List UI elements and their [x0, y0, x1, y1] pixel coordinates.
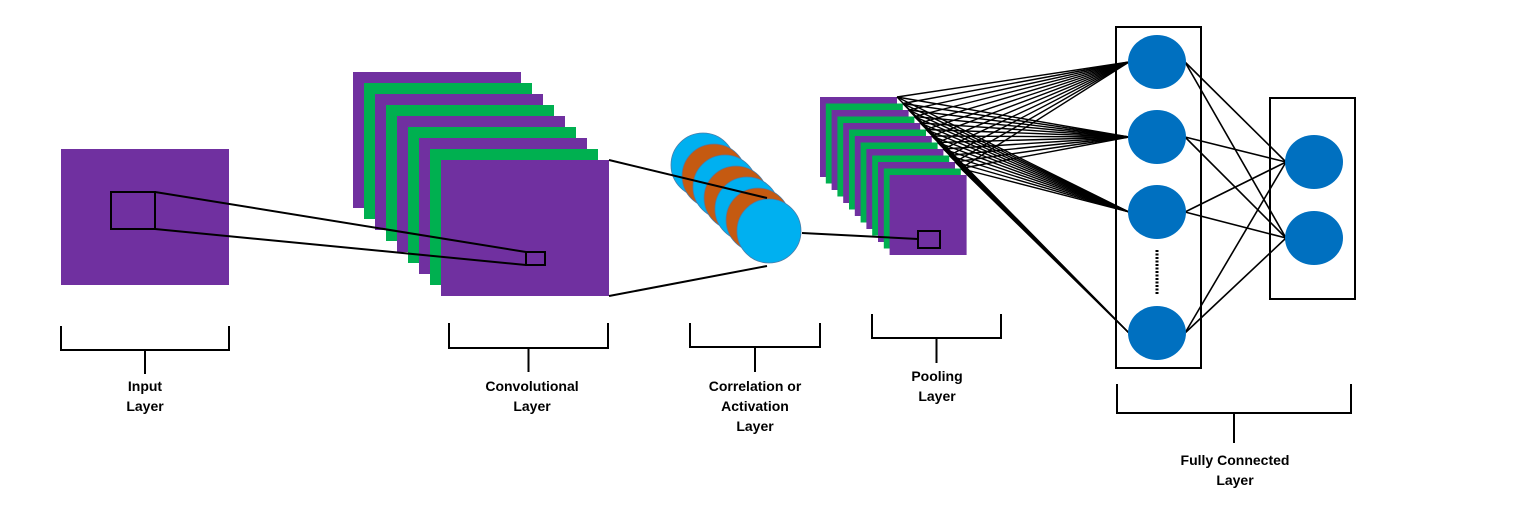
convolutional-layer — [353, 72, 609, 296]
projection-line — [608, 265, 768, 297]
projection-line — [608, 159, 768, 199]
fc-connection — [914, 115, 1130, 138]
hidden-neuron — [1128, 306, 1186, 360]
fc-connection — [908, 109, 1130, 138]
input-image — [61, 149, 229, 285]
fully-connected-layer — [1115, 26, 1356, 369]
label-line: Convolutional — [485, 378, 579, 394]
fc-connection — [949, 136, 1130, 157]
fc-connection — [943, 136, 1130, 150]
output-neuron — [1285, 135, 1343, 189]
hidden-neuron — [1128, 185, 1186, 239]
fc-connection — [943, 148, 1130, 213]
hidden-neuron — [1128, 35, 1186, 89]
fc-connection — [943, 61, 1130, 150]
fc-connection — [931, 61, 1130, 137]
label-line: Pooling — [911, 368, 963, 384]
fc-connection — [937, 141, 1130, 213]
activation-disc-blue — [736, 198, 802, 264]
fc-connection — [960, 167, 1130, 334]
fc-connection — [902, 102, 1130, 138]
projection-line — [154, 191, 527, 253]
fc-connection — [914, 61, 1130, 118]
label-line: Layer — [918, 388, 956, 404]
fc-connection — [925, 61, 1130, 131]
layer-bracket — [448, 323, 609, 372]
label-activation-layer: Correlation or Activation Layer — [709, 376, 802, 436]
fc-connection — [896, 61, 1130, 98]
label-line: Layer — [513, 398, 551, 414]
layer-bracket — [60, 326, 230, 374]
label-line: Input — [127, 378, 163, 394]
activation-layer — [670, 132, 802, 264]
fc-connection — [902, 61, 1130, 105]
fc-connection — [937, 61, 1130, 144]
receptive-field-box — [110, 191, 156, 230]
layer-bracket — [1116, 384, 1352, 443]
pooled-map-purple — [889, 175, 967, 255]
feature-map-purple — [441, 160, 609, 296]
output-layer-box — [1269, 97, 1356, 300]
fc-connection — [954, 161, 1130, 213]
fully-connected-connections — [896, 61, 1287, 334]
label-convolutional-layer: Convolutional Layer — [485, 376, 578, 416]
label-line: Correlation or — [708, 378, 802, 394]
layer-brackets — [60, 314, 1352, 443]
label-line: Fully Connected — [1180, 452, 1290, 468]
fc-connection — [908, 61, 1130, 111]
pooling-window — [917, 230, 941, 249]
fc-connection — [948, 154, 1130, 213]
label-fully-connected-layer: Fully Connected Layer — [1181, 450, 1290, 490]
pooling-layer — [820, 97, 967, 255]
layer-bracket — [689, 323, 821, 372]
fc-connection — [960, 167, 1130, 213]
hidden-neuron — [1128, 110, 1186, 164]
label-input-layer: Input Layer — [126, 376, 163, 416]
input-layer — [61, 149, 229, 285]
label-line: Layer — [126, 398, 164, 414]
layer-bracket — [871, 314, 1002, 363]
conv-output-cell — [525, 251, 546, 266]
projection-line — [154, 228, 527, 266]
label-line: Layer — [736, 418, 774, 434]
projection-line — [801, 232, 919, 240]
output-neuron — [1285, 211, 1343, 265]
label-line: Activation — [721, 398, 789, 414]
fc-connection — [960, 136, 1130, 170]
projection-lines — [154, 159, 919, 297]
fc-connection — [920, 61, 1130, 124]
hidden-layer-box — [1115, 26, 1202, 369]
label-line: Layer — [1216, 472, 1254, 488]
fc-connection — [954, 136, 1130, 163]
label-pooling-layer: Pooling Layer — [911, 366, 962, 406]
fc-connection — [896, 96, 1130, 138]
